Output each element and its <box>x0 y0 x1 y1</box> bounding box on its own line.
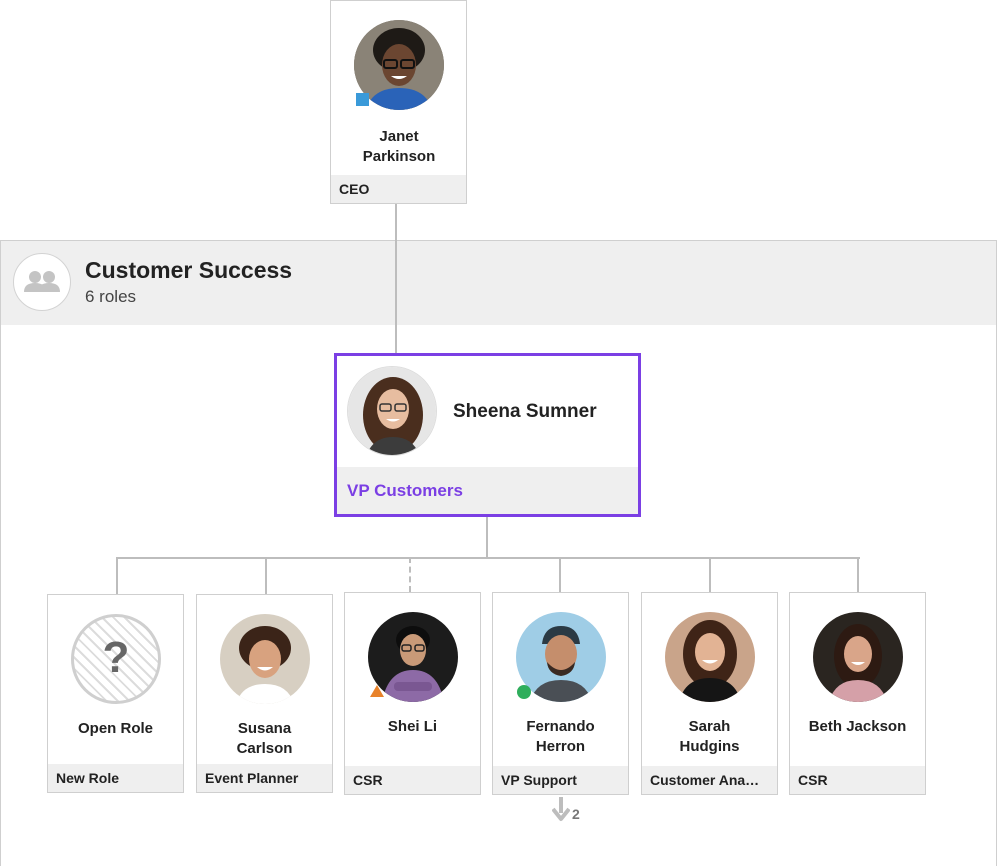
report-name: Shei Li <box>387 718 438 735</box>
connector-sarah <box>709 557 711 592</box>
report-card-shei-li[interactable]: Shei Li CSR <box>344 592 481 795</box>
report-card-susana-carlson[interactable]: Susana Carlson Event Planner <box>196 594 333 793</box>
status-badge-orange <box>370 685 384 697</box>
avatar <box>516 612 606 702</box>
report-card-open-role[interactable]: ? Open Role New Role <box>47 594 184 793</box>
avatar <box>354 20 444 110</box>
ceo-name: Janet Parkinson <box>362 128 436 165</box>
status-badge-blue <box>356 93 369 106</box>
report-role: CSR <box>345 766 480 794</box>
group-customer-success[interactable]: Customer Success 6 roles <box>0 240 997 866</box>
expand-reports-button[interactable]: 2 <box>552 797 592 825</box>
report-role: CSR <box>790 766 925 794</box>
report-name: Sarah Hudgins <box>679 718 740 755</box>
connector-open-role <box>116 557 118 595</box>
connector-horizontal <box>116 557 860 559</box>
group-header: Customer Success 6 roles <box>1 241 996 325</box>
question-mark-icon: ? <box>71 614 161 704</box>
report-card-sarah-hudgins[interactable]: Sarah Hudgins Customer Ana… <box>641 592 778 795</box>
status-badge-green <box>517 685 531 699</box>
report-card-fernando-herron[interactable]: Fernando Herron VP Support <box>492 592 629 795</box>
ceo-card[interactable]: Janet Parkinson CEO <box>330 0 467 204</box>
avatar <box>347 366 437 456</box>
avatar <box>220 614 310 704</box>
group-role-count: 6 roles <box>85 287 137 306</box>
report-role: Event Planner <box>197 764 332 792</box>
report-name: Fernando Herron <box>526 718 595 755</box>
connector-shei-dashed <box>409 557 411 592</box>
avatar <box>813 612 903 702</box>
group-title: Customer Success <box>85 257 293 283</box>
connector-fernando <box>559 557 561 592</box>
arrow-down-icon <box>552 797 570 821</box>
report-name: Susana Carlson <box>236 720 293 757</box>
report-role: VP Support <box>493 766 628 794</box>
direct-reports-count: 2 <box>572 806 580 822</box>
ceo-role: CEO <box>331 175 466 203</box>
vp-card-selected[interactable]: Sheena Sumner VP Customers <box>334 353 641 517</box>
people-group-icon <box>13 253 71 311</box>
vp-role: VP Customers <box>337 467 638 514</box>
report-role: New Role <box>48 764 183 792</box>
report-name: Beth Jackson <box>808 718 907 735</box>
avatar <box>368 612 458 702</box>
report-name: Open Role <box>77 720 153 737</box>
avatar <box>665 612 755 702</box>
vp-name: Sheena Sumner <box>453 401 597 422</box>
report-card-beth-jackson[interactable]: Beth Jackson CSR <box>789 592 926 795</box>
connector-susana <box>265 557 267 595</box>
connector-ceo-vp-through-header <box>395 240 397 353</box>
connector-vp-down <box>486 517 488 559</box>
report-role: Customer Ana… <box>642 766 777 794</box>
connector-beth <box>857 557 859 592</box>
